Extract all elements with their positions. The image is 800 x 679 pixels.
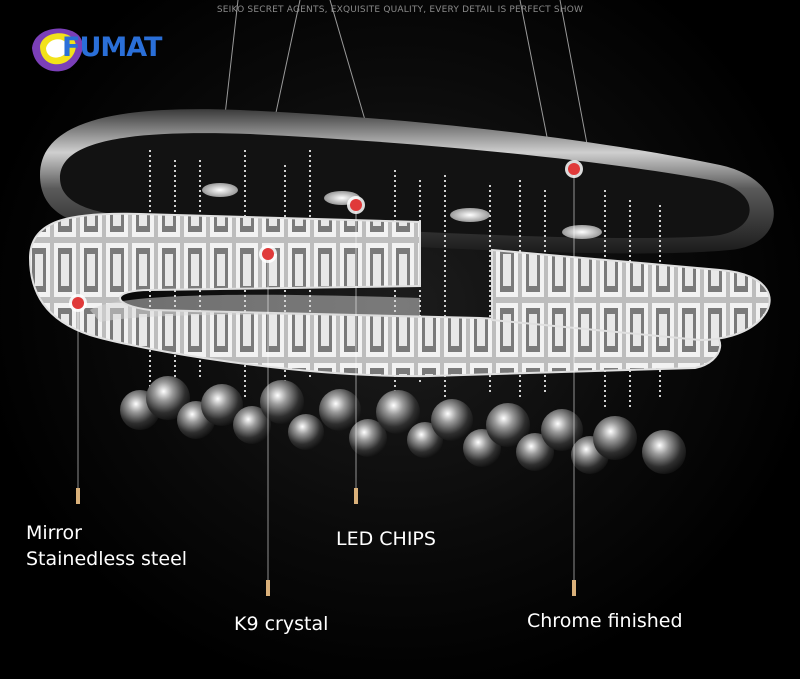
led-chip bbox=[202, 183, 602, 239]
callout-chrome-finished-label: Chrome finished bbox=[527, 610, 683, 632]
callout-k9-crystal-label: K9 crystal bbox=[234, 613, 329, 635]
logo-shape bbox=[32, 28, 83, 72]
callout-mirror-label: Mirror Stainedless steel bbox=[26, 520, 187, 572]
tagline: SEIKO SECRET AGENTS, EXQUISITE QUALITY, … bbox=[216, 5, 584, 15]
logo-text: FUMAT bbox=[62, 32, 162, 63]
brand-logo: FUMAT bbox=[28, 20, 178, 76]
callout-led-chips-label: LED CHIPS bbox=[336, 528, 436, 550]
callout-mirror-line2: Stainedless steel bbox=[26, 548, 188, 570]
callout-leaders bbox=[77, 169, 575, 580]
callout-markers bbox=[69, 160, 583, 312]
k9-crystal-ring bbox=[28, 212, 771, 378]
crystal-balls bbox=[120, 376, 686, 474]
leader-end-tabs bbox=[76, 488, 576, 596]
callout-mirror-line1: Mirror bbox=[26, 522, 82, 544]
